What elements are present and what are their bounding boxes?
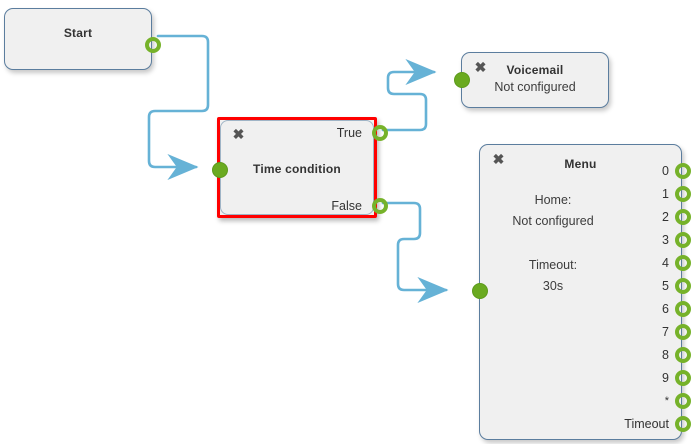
output-port-label-menu-4: 4 [662,256,669,270]
output-port-label-menu-0: 0 [662,164,669,178]
output-port-menu-3[interactable] [675,232,691,248]
node-start[interactable]: Start [4,8,161,70]
node-title: Menu [564,157,597,171]
output-port-label-menu-5: 5 [662,279,669,293]
menu-timeout-value: 30s [542,279,564,293]
output-port-menu-1[interactable] [675,186,691,202]
connection-start-to-time-condition[interactable] [147,34,210,180]
node-title: Start [63,26,93,40]
output-port-menu-*[interactable] [675,393,691,409]
node-subtitle: Not configured [494,80,576,94]
connection-false-to-menu[interactable] [381,201,449,303]
output-port-label-menu-9: 9 [662,371,669,385]
output-port-label-menu-*: * [664,395,669,407]
output-port-start-0[interactable] [145,37,161,53]
close-icon[interactable]: ✖ [232,126,245,142]
output-port-menu-9[interactable] [675,370,691,386]
menu-home-label: Home: [534,193,572,207]
output-port-label-menu-Timeout: Timeout [624,417,669,431]
output-port-label-menu-7: 7 [662,325,669,339]
node-title: Time condition [253,162,341,176]
input-port-time-condition-0[interactable] [212,162,228,178]
node-title: Voicemail [506,63,564,77]
output-port-menu-8[interactable] [675,347,691,363]
output-port-menu-7[interactable] [675,324,691,340]
output-port-time-condition-False[interactable] [372,198,388,214]
output-port-menu-2[interactable] [675,209,691,225]
input-port-voicemail-0[interactable] [454,72,470,88]
output-port-label-time-condition-False: False [331,199,362,213]
input-port-menu-0[interactable] [472,283,488,299]
menu-timeout-label: Timeout: [528,258,578,272]
output-port-label-menu-3: 3 [662,233,669,247]
output-port-menu-6[interactable] [675,301,691,317]
output-port-menu-Timeout[interactable] [675,416,691,432]
connection-true-to-voicemail[interactable] [381,59,437,132]
output-port-label-menu-6: 6 [662,302,669,316]
close-icon[interactable]: ✖ [474,59,487,75]
output-port-menu-5[interactable] [675,278,691,294]
output-port-label-menu-8: 8 [662,348,669,362]
menu-home-value: Not configured [512,214,594,228]
output-port-menu-0[interactable] [675,163,691,179]
output-port-label-time-condition-True: True [336,126,362,140]
output-port-menu-4[interactable] [675,255,691,271]
output-port-label-menu-1: 1 [662,187,669,201]
close-icon[interactable]: ✖ [492,151,505,167]
output-port-label-menu-2: 2 [662,210,669,224]
output-port-time-condition-True[interactable] [372,125,388,141]
